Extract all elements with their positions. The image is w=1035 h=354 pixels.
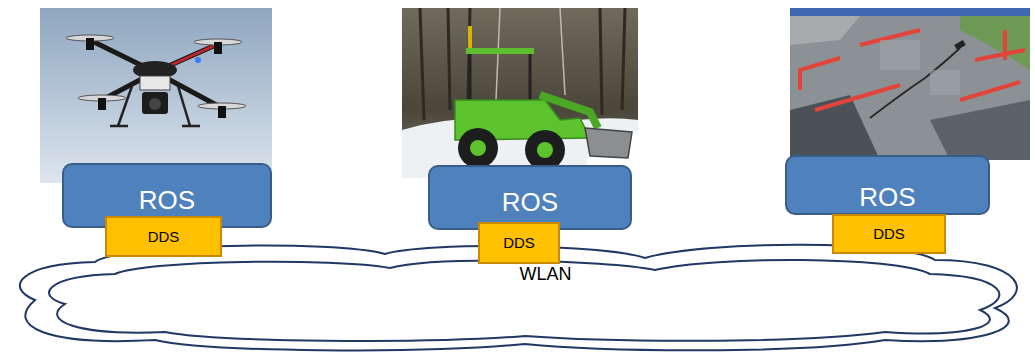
drone-photo [40, 8, 272, 183]
dds-box: DDS [832, 214, 946, 254]
dds-box: DDS [478, 222, 560, 264]
cloud-line [20, 245, 1017, 351]
ros-box: ROSDDS [62, 163, 272, 228]
dds-box-label: DDS [873, 224, 905, 244]
ros-box-label: ROS [787, 183, 988, 211]
loader-photo [402, 8, 638, 178]
dds-box-label: DDS [503, 233, 535, 253]
aerial-map-photo [790, 8, 1030, 160]
dds-box: DDS [105, 216, 222, 257]
ros-box-label: ROS [430, 188, 630, 216]
ros-box-label: ROS [64, 186, 270, 214]
wlan-cloud-label: WLAN [33, 264, 1035, 284]
ros-box: ROSDDS [428, 165, 632, 230]
ros-box: ROSDDS [785, 155, 990, 215]
dds-box-label: DDS [148, 227, 180, 247]
